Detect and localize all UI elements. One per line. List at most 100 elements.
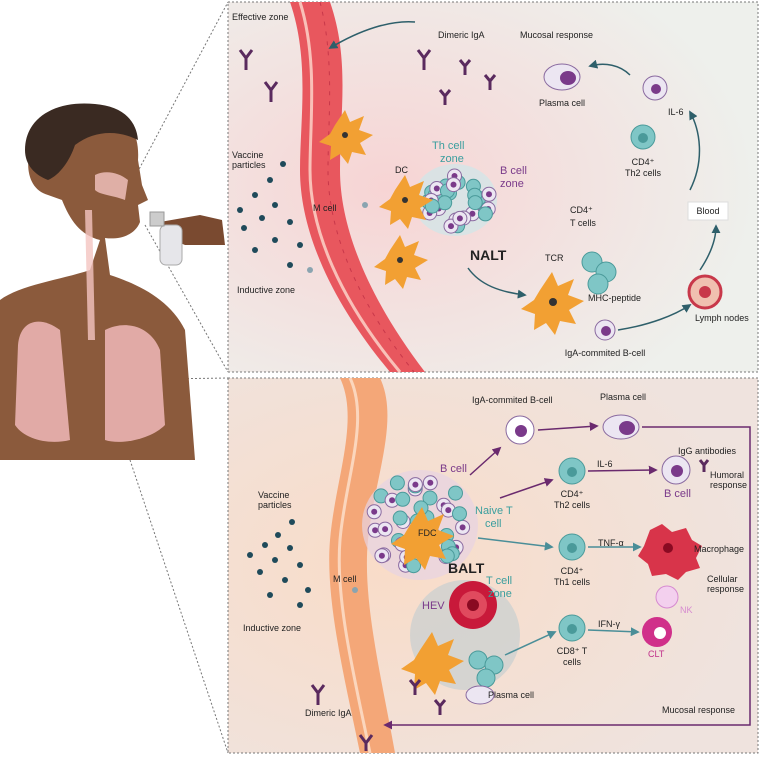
label-mhc-peptide: MHC-peptide — [588, 293, 642, 303]
label-cd4-th2-top-1: CD4⁺ — [631, 157, 655, 167]
label-cd4-th2-bottom-2: Th2 cells — [553, 500, 591, 510]
label-naive-1: Naive T — [475, 505, 513, 517]
label-inductive-bottom: Inductive zone — [243, 623, 302, 633]
vaccine-particles-top — [237, 161, 368, 273]
b-cell-nucleus — [378, 552, 385, 559]
cd4-th2-cell-bottom — [558, 457, 586, 485]
plasma-cell-top — [543, 63, 581, 91]
dendritic-cell-1 — [319, 110, 373, 164]
label-cd8-2: cells — [562, 657, 582, 667]
t-cell-dot — [467, 195, 483, 211]
antibodies-bottom — [310, 459, 710, 751]
label-b-zone-1: B cell — [500, 165, 527, 177]
label-igg-antibodies: IgG antibodies — [678, 446, 737, 456]
plasma-cell-bottom — [602, 414, 640, 440]
label-macrophage: Macrophage — [694, 544, 745, 554]
label-humoral-2: response — [710, 480, 748, 490]
label-vaccine-bottom-2: particles — [258, 500, 292, 510]
bronchial-epithelium — [329, 377, 395, 754]
label-iga-b-top: IgA-commited B-cell — [564, 348, 646, 358]
b-cell-nucleus — [450, 181, 457, 188]
nk-cell — [655, 585, 679, 609]
t-cell-dot — [437, 195, 453, 211]
label-inductive-top: Inductive zone — [237, 285, 296, 295]
label-hev: HEV — [422, 600, 445, 612]
b-cell-out — [661, 455, 691, 485]
label-plasma-cell-bottom: Plasma cell — [600, 392, 647, 402]
label-cd4-th1-1: CD4⁺ — [560, 566, 584, 576]
label-cellular-1: Cellular — [707, 574, 738, 584]
nalt-cluster — [413, 164, 497, 236]
label-clt: CLT — [648, 649, 665, 659]
t-cell-dot — [477, 206, 493, 222]
label-nalt: NALT — [470, 247, 507, 263]
label-mucosal-response-bottom: Mucosal response — [662, 705, 736, 715]
t-cell-dot — [389, 475, 405, 491]
label-dc: DC — [395, 165, 408, 175]
b-cell-nucleus — [486, 191, 492, 198]
b-cell-nucleus — [427, 479, 434, 486]
b-cell-nucleus — [445, 507, 452, 514]
t-cell-dot — [448, 485, 463, 501]
b-cell-nucleus — [382, 526, 389, 533]
label-naive-2: cell — [485, 518, 502, 530]
label-fdc: FDC — [418, 528, 437, 538]
lymph-node — [687, 274, 723, 310]
label-dimeric-iga-bottom: Dimeric IgA — [305, 708, 352, 718]
label-effective-zone: Effective zone — [232, 12, 289, 22]
cd4-th2-cell-top — [630, 124, 656, 150]
label-b-cell-balt: B cell — [440, 463, 467, 475]
arrows-bottom — [383, 421, 751, 730]
iga-b-cell-top — [594, 319, 616, 341]
b-cell-nucleus — [459, 524, 466, 531]
b-cell-nucleus — [448, 223, 454, 230]
label-il6-top: IL-6 — [668, 107, 684, 117]
b-cell-nucleus — [412, 481, 419, 488]
label-t-zone-2: zone — [488, 588, 512, 600]
label-t-zone-1: T cell — [486, 575, 513, 587]
label-b-cell-out: B cell — [664, 488, 691, 500]
label-m-cell-bottom: M cell — [333, 574, 357, 584]
cd8-t-cell — [558, 614, 586, 642]
label-cd8-1: CD8⁺ T — [556, 646, 588, 656]
label-m-cell-top: M cell — [313, 203, 337, 213]
clt-cell — [642, 617, 672, 647]
cd4-t-cells-top — [581, 251, 617, 295]
b-cell-nucleus — [456, 215, 463, 222]
t-cell-dot — [452, 506, 467, 522]
label-dimeric-iga-top: Dimeric IgA — [438, 30, 485, 40]
label-humoral-1: Humoral — [710, 470, 745, 480]
label-cd4-t-2: T cells — [570, 218, 596, 228]
label-cd4-t-1: CD4⁺ — [570, 205, 593, 215]
label-vaccine-top-2: particles — [232, 160, 266, 170]
label-nk: NK — [680, 605, 693, 615]
label-th-zone-2: zone — [440, 153, 464, 165]
t-cell-dot — [395, 491, 411, 507]
label-tcr: TCR — [545, 253, 564, 263]
label-lymph-nodes: Lymph nodes — [695, 313, 749, 323]
t-cell-dot — [392, 510, 408, 526]
label-mucosal-response-top: Mucosal response — [520, 30, 594, 40]
cd4-th1-cell — [558, 533, 586, 561]
label-b-zone-2: zone — [500, 178, 524, 190]
antibodies-top — [238, 49, 497, 105]
label-cd4-th2-top-2: Th2 cells — [624, 168, 662, 178]
label-iga-b-bottom: IgA-commited B-cell — [472, 395, 553, 405]
arrows-top — [328, 21, 721, 331]
iga-b-cell-bottom — [505, 415, 535, 445]
b-cell-nucleus — [389, 497, 396, 504]
il6-cell-top — [642, 75, 668, 101]
label-cellular-2: response — [707, 584, 745, 594]
blood-box — [687, 201, 729, 221]
hev-region — [401, 580, 520, 705]
label-blood: Blood — [696, 206, 720, 216]
label-tnf: TNF-α — [598, 538, 624, 548]
human-figure — [0, 103, 225, 461]
b-cell-nucleus — [469, 210, 476, 217]
b-cell-nucleus — [371, 508, 378, 515]
zoom-lines — [94, 1, 229, 754]
nasal-epithelium — [290, 1, 425, 373]
vaccine-particles-bottom — [247, 519, 358, 608]
label-ifn: IFN-γ — [598, 619, 620, 629]
